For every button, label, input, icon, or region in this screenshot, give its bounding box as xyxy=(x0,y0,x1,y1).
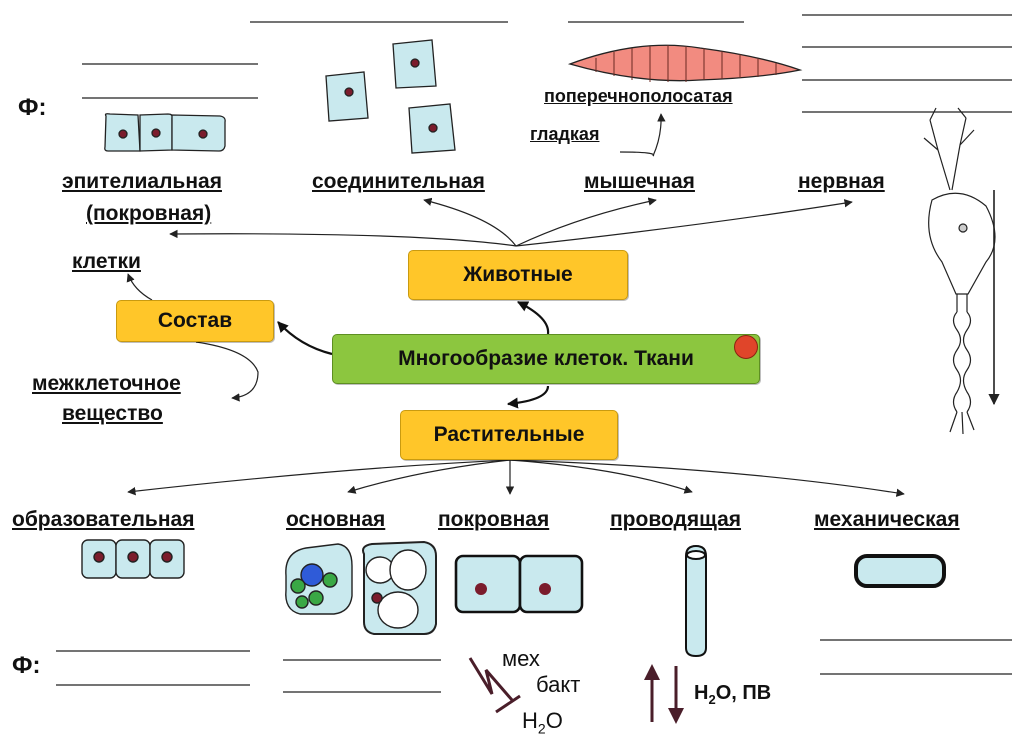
label-epithelial: эпителиальная xyxy=(62,170,222,193)
label-conductive: проводящая xyxy=(610,508,742,531)
note-mechanical: мех xyxy=(502,646,540,671)
epithelial-cells-illustration xyxy=(104,113,226,152)
box-animal: Животные xyxy=(408,250,628,300)
label-plant-cover: покровная xyxy=(438,508,550,531)
note-water: H2O xyxy=(522,708,563,737)
barrier-symbol xyxy=(468,657,521,714)
label-nervous: нервная xyxy=(798,170,885,193)
note-water-organic: H2O, ПВ xyxy=(694,682,772,707)
composition-arrows xyxy=(126,273,259,402)
box-animal-label: Животные xyxy=(463,263,573,286)
center-arrows xyxy=(277,301,550,409)
plant-cover-cells-illustration xyxy=(454,554,584,614)
box-composition: Состав xyxy=(116,300,274,342)
label-muscle: мышечная xyxy=(584,170,695,193)
box-plant-label: Растительные xyxy=(433,423,585,446)
label-connective: соединительная xyxy=(312,170,485,193)
box-center-label: Многообразие клеток. Ткани xyxy=(398,347,694,370)
label-intercellular-2: вещество xyxy=(62,402,163,425)
meristem-cells-illustration xyxy=(81,539,185,579)
label-intercellular-1: межклеточное xyxy=(32,372,181,395)
function-label-top: Ф: xyxy=(18,94,47,121)
label-epithelial-sub: (покровная) xyxy=(86,202,212,225)
label-cells: клетки xyxy=(72,250,141,273)
note-bacteria: бакт xyxy=(536,672,581,697)
box-center: Многообразие клеток. Ткани xyxy=(332,334,760,384)
label-ground: основная xyxy=(286,508,386,531)
animal-branch-arrows xyxy=(169,113,853,247)
muscle-fiber-illustration xyxy=(567,44,803,82)
box-composition-label: Состав xyxy=(157,309,233,332)
label-muscle-smooth: гладкая xyxy=(530,124,600,144)
answer-lines-top xyxy=(82,14,1012,113)
label-meristem: образовательная xyxy=(12,508,195,531)
label-muscle-striated: поперечнополосатая xyxy=(544,86,733,106)
mechanical-fiber-illustration xyxy=(854,554,946,588)
ground-cells-illustration xyxy=(285,540,437,635)
red-dot-icon xyxy=(734,335,758,359)
neuron-illustration xyxy=(923,107,996,435)
box-plant: Растительные xyxy=(400,410,618,460)
plant-branch-arrows xyxy=(127,459,905,497)
answer-lines-bottom xyxy=(56,639,1012,693)
function-label-bottom: Ф: xyxy=(12,652,41,679)
connective-cells-illustration xyxy=(325,39,456,154)
vessel-illustration xyxy=(685,544,707,658)
label-mechanical: механическая xyxy=(814,508,960,531)
transport-arrows xyxy=(644,664,684,724)
